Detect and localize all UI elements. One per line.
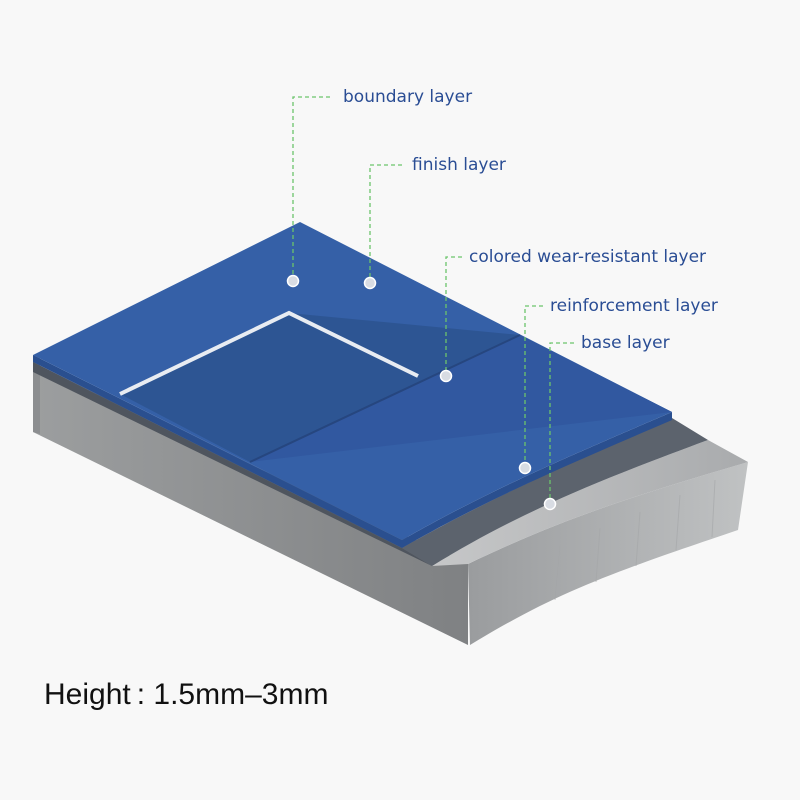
- base-slab-left-face: [33, 355, 40, 434]
- label-reinforcement-layer: reinforcement layer: [550, 296, 718, 316]
- panel-divider: [249, 334, 521, 463]
- anchor-dot-base: [543, 497, 557, 511]
- anchor-dot-reinforcement: [518, 461, 532, 475]
- label-finish-layer: finish layer: [412, 155, 506, 175]
- base-side-texture: [554, 479, 716, 601]
- label-base-layer: base layer: [581, 333, 670, 353]
- anchor-dot-finish: [363, 276, 377, 290]
- base-slab-side-face: [468, 462, 748, 645]
- reinforcement-layer: [402, 418, 708, 566]
- leader-reinforcement: [524, 305, 543, 467]
- base-slab-front-face: [33, 365, 468, 645]
- anchor-dot-colored: [439, 369, 453, 383]
- base-layer-surface: [432, 440, 748, 566]
- label-colored-wear-resistant-layer: colored wear-resistant layer: [469, 247, 707, 267]
- anchor-dot-boundary: [286, 274, 300, 288]
- height-caption: Height : 1.5mm–3mm: [44, 678, 329, 711]
- leader-colored: [445, 256, 462, 375]
- label-boundary-layer: boundary layer: [343, 87, 473, 107]
- leader-finish: [369, 164, 402, 282]
- leader-base: [549, 342, 574, 503]
- boundary-line: [119, 310, 419, 396]
- reinforcement-layer-edge: [33, 362, 432, 566]
- court-panel-right: [250, 335, 672, 462]
- court-area: [120, 313, 520, 462]
- leader-boundary: [292, 96, 330, 280]
